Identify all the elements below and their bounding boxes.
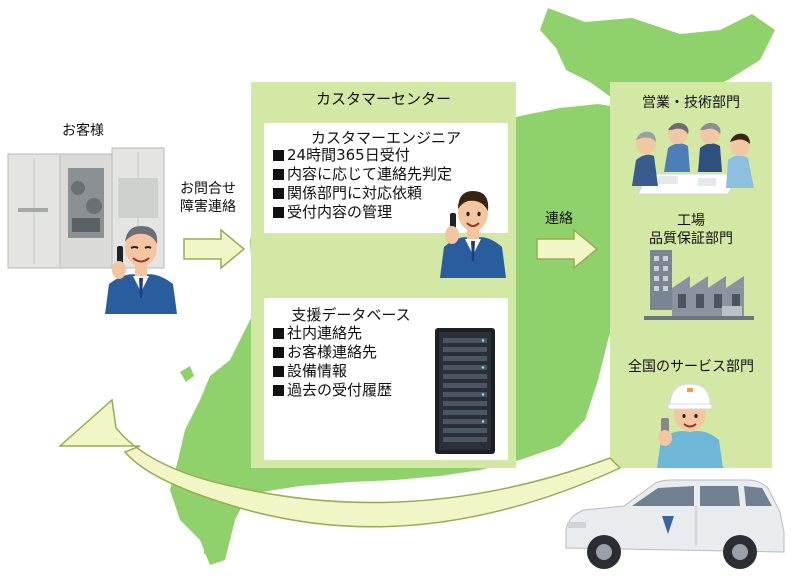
database-item: お客様連絡先 bbox=[273, 343, 392, 362]
database-item: 設備情報 bbox=[273, 362, 392, 381]
bullet-square-icon bbox=[273, 169, 284, 180]
engineer-item: 24時間365日受付 bbox=[273, 146, 452, 165]
database-list: 社内連絡先 お客様連絡先 設備情報 過去の受付履歴 bbox=[273, 324, 392, 400]
bullet-square-icon bbox=[273, 385, 284, 396]
bullet-square-icon bbox=[273, 188, 284, 199]
bullet-square-icon bbox=[273, 207, 284, 218]
bullet-square-icon bbox=[273, 366, 284, 377]
factory-subtitle: 品質保証部門 bbox=[649, 231, 733, 247]
factory-title: 工場 bbox=[677, 213, 705, 229]
engineer-list: 24時間365日受付 内容に応じて連絡先判定 関係部門に対応依頼 受付内容の管理 bbox=[273, 146, 452, 222]
service-dept-title: 全国のサービス部門 bbox=[628, 359, 754, 375]
customer-title: お客様 bbox=[62, 123, 104, 139]
factory-icon bbox=[644, 250, 754, 320]
customer-center-title: カスタマーセンター bbox=[315, 90, 451, 108]
bullet-square-icon bbox=[273, 150, 284, 161]
inquiry-label-line1: お問合せ bbox=[180, 181, 236, 197]
sales-dept-title: 営業・技術部門 bbox=[642, 95, 740, 111]
inquiry-arrow-icon bbox=[183, 228, 246, 270]
database-item: 社内連絡先 bbox=[273, 324, 392, 343]
inquiry-label-line2: 障害連絡 bbox=[180, 199, 236, 215]
customer-person-icon bbox=[105, 226, 177, 314]
bullet-square-icon bbox=[273, 328, 284, 339]
engineer-item: 内容に応じて連絡先判定 bbox=[273, 165, 452, 184]
engineer-person-icon bbox=[440, 191, 506, 278]
meeting-people-icon bbox=[632, 122, 754, 195]
contact-label: 連絡 bbox=[545, 211, 573, 227]
engineer-item: 受付内容の管理 bbox=[273, 203, 452, 222]
database-item: 過去の受付履歴 bbox=[273, 381, 392, 400]
bullet-square-icon bbox=[273, 347, 284, 358]
database-title: 支援データベース bbox=[291, 306, 411, 324]
service-car-icon bbox=[565, 479, 785, 569]
engineer-title: カスタマーエンジニア bbox=[310, 129, 461, 147]
contact-arrow-icon bbox=[536, 228, 599, 270]
service-worker-icon bbox=[657, 383, 723, 468]
engineer-item: 関係部門に対応依頼 bbox=[273, 184, 452, 203]
server-rack-icon bbox=[435, 328, 495, 454]
